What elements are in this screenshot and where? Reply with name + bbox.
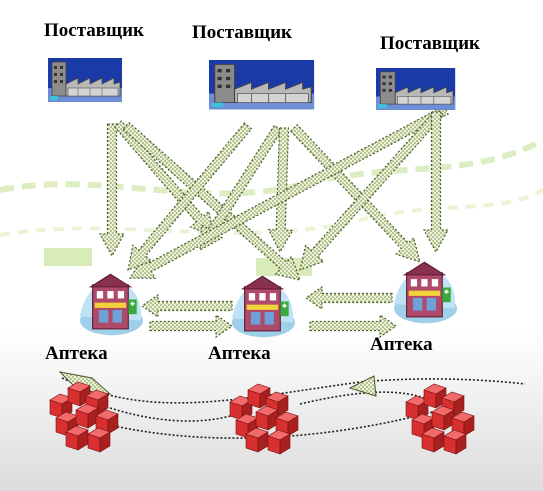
supply-arrow — [267, 127, 294, 254]
factory-icon — [375, 67, 456, 111]
background-accent-block — [44, 248, 92, 266]
supply-arrow — [98, 123, 126, 258]
background-accent-line — [0, 188, 543, 237]
supplier-label-3: Поставщик — [380, 33, 480, 54]
flow-arrowhead — [58, 371, 112, 395]
flow-curve — [61, 377, 526, 404]
supplier-label-1: Поставщик — [44, 20, 144, 41]
pharmacy-label-3: Аптека — [370, 334, 433, 355]
exchange-arrow — [309, 313, 398, 339]
exchange-arrow — [140, 293, 233, 319]
supply-arrow — [199, 124, 283, 252]
supplier-label-2: Поставщик — [192, 22, 292, 43]
supply-arrow — [113, 120, 215, 237]
flow-curve — [109, 407, 251, 422]
supply-arrow — [122, 121, 301, 281]
flow-arrowhead — [348, 375, 377, 397]
supply-arrow — [289, 124, 421, 263]
background-accent-line — [0, 137, 543, 197]
pharmacy-exchange-arrows — [140, 285, 398, 339]
factory-icon — [208, 59, 315, 110]
exchange-arrow — [149, 313, 234, 339]
exchange-arrow — [304, 285, 393, 311]
pharmacy-label-2: Аптека — [208, 343, 271, 364]
pharmacy-label-1: Аптека — [45, 343, 108, 364]
supply-arrow — [127, 122, 253, 271]
supplier-to-pharmacy-arrows — [98, 105, 450, 281]
factory-icon — [47, 57, 123, 103]
supply-arrow — [299, 108, 445, 271]
flow-curve — [299, 391, 431, 405]
supply-arrow — [422, 111, 450, 254]
